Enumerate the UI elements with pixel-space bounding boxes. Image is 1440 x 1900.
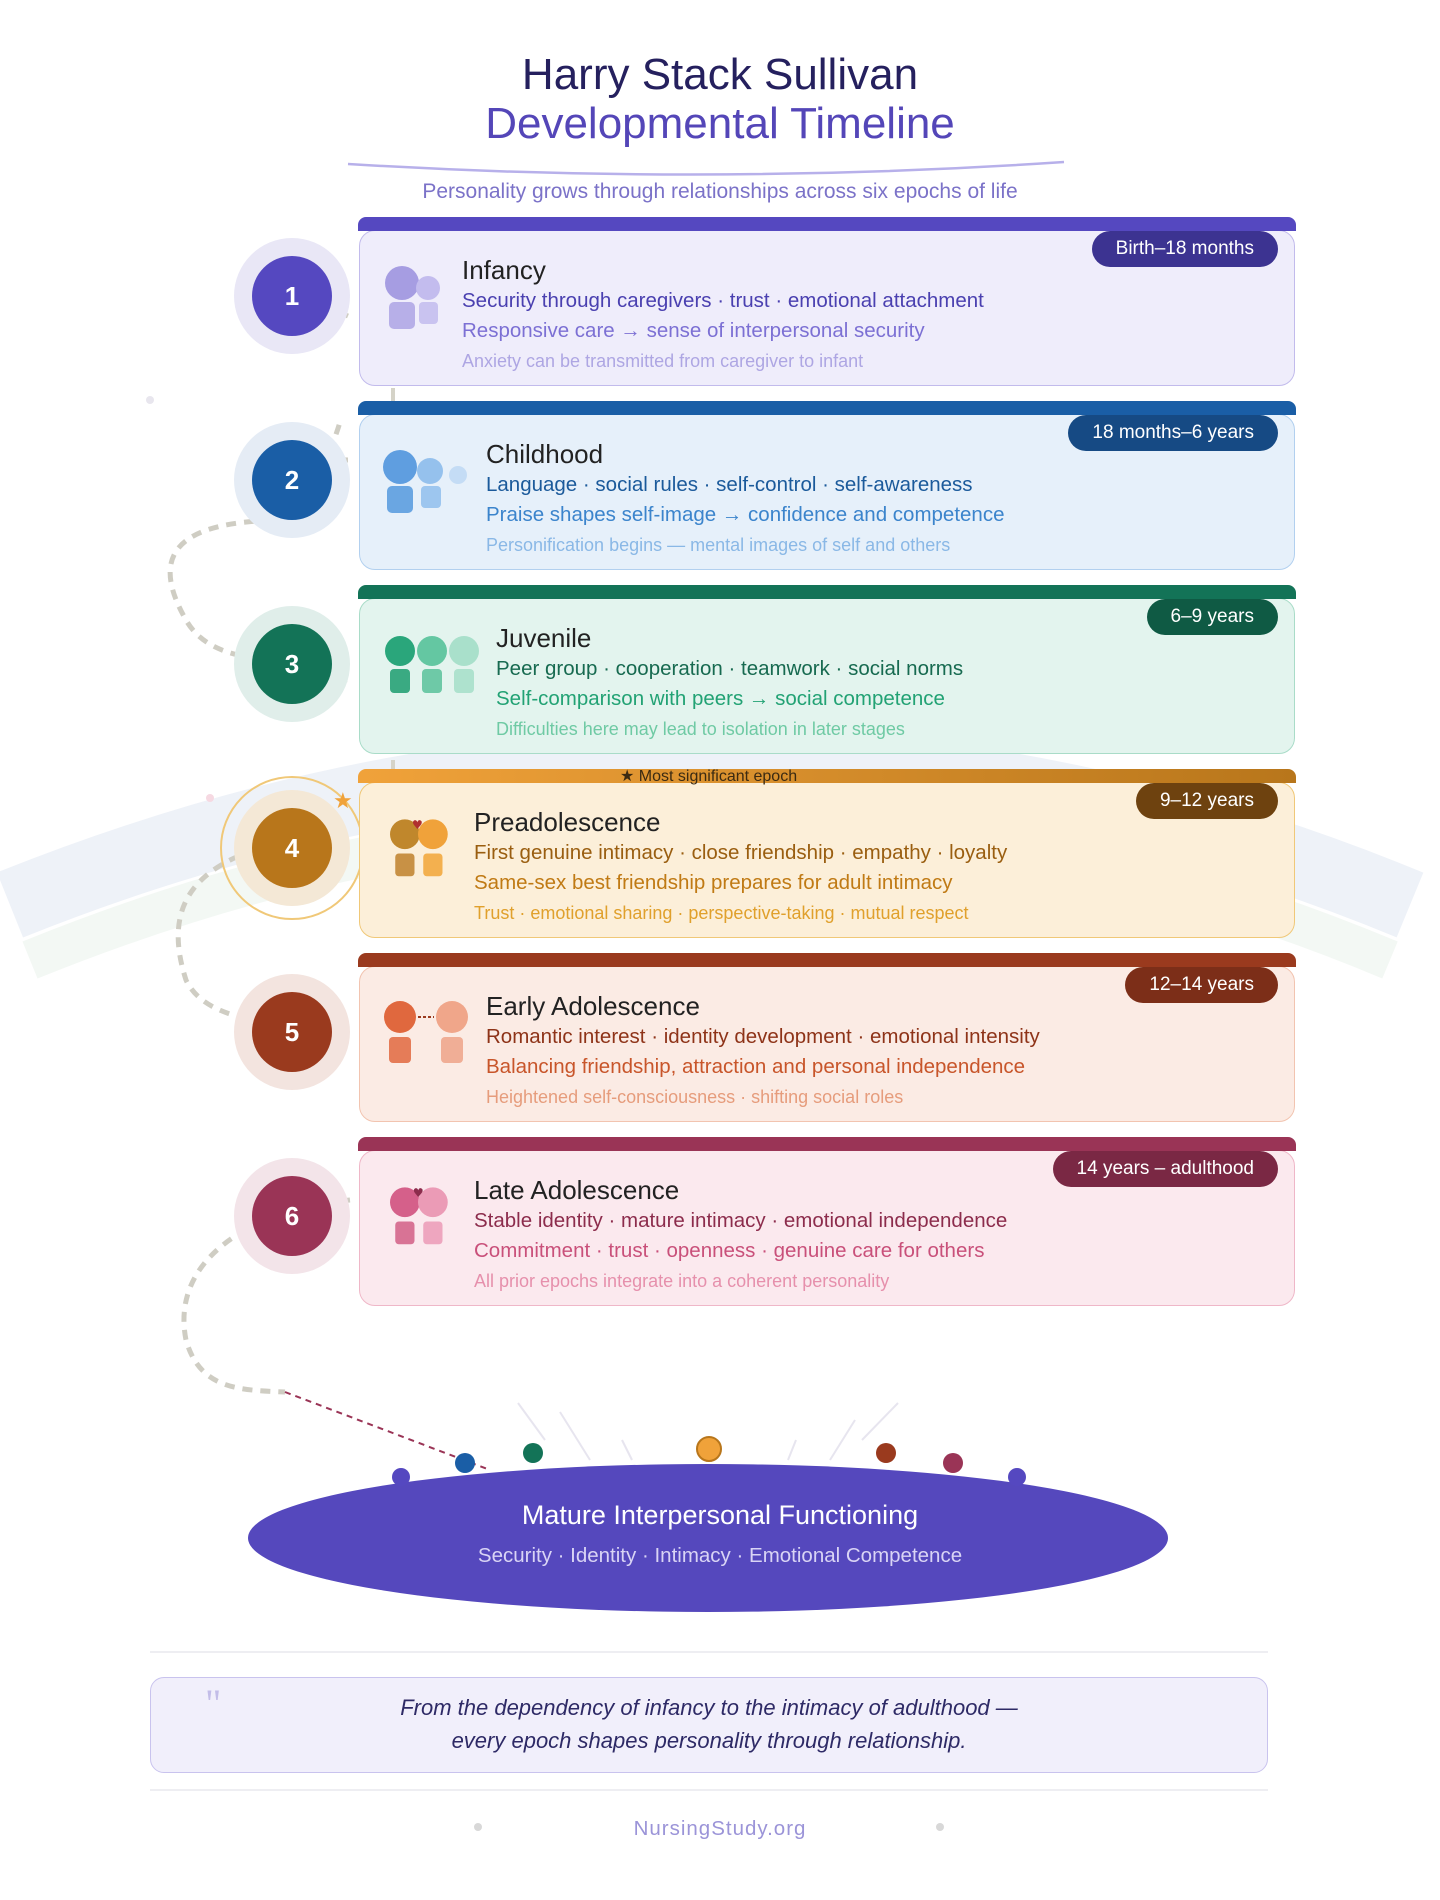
- stage-card-infancy: Birth–18 months Infancy Security through…: [358, 217, 1296, 386]
- outcome-title: Mature Interpersonal Functioning: [521, 1500, 919, 1530]
- stage-card-bar: [358, 953, 1296, 967]
- stage-outcome: Self-comparison with peers → social comp…: [496, 687, 945, 710]
- stage-name: Infancy: [462, 255, 546, 285]
- people-icon: [385, 636, 479, 693]
- page-subtitle: Personality grows through relationships …: [422, 180, 1018, 203]
- footer-dot-right: [936, 1823, 944, 1831]
- outcome-rays: [517, 1402, 899, 1461]
- stage-outcome: Commitment · trust · openness · genuine …: [474, 1239, 985, 1262]
- stage-note: All prior epochs integrate into a cohere…: [474, 1271, 890, 1291]
- stage-age-badge: 6–9 years: [1146, 599, 1278, 635]
- stage-card-preadolescence: ★ Most significant epoch 9–12 years ♥ Pr…: [358, 768, 1296, 938]
- stage-focus: Peer group · cooperation · teamwork · so…: [496, 657, 964, 680]
- stage-card-juvenile: 6–9 years Juvenile Peer group · cooperat…: [358, 585, 1296, 754]
- stage-card-bar: [358, 585, 1296, 599]
- stage-age-badge: 18 months–6 years: [1068, 415, 1278, 451]
- stage-card-late-adolescence: 14 years – adulthood ♥ Late Adolescence …: [358, 1137, 1296, 1306]
- people-icon: ♥: [390, 818, 448, 877]
- decor-dot: [146, 396, 154, 404]
- svg-text:♥: ♥: [413, 1186, 424, 1200]
- svg-text:♥: ♥: [412, 818, 423, 832]
- quote-line-1: From the dependency of infancy to the in…: [400, 1695, 1018, 1720]
- stage-card-early-adolescence: 12–14 years Early Adolescence Romantic i…: [358, 953, 1296, 1122]
- stage-card-bar: [358, 1137, 1296, 1151]
- stage-outcome: Responsive care → sense of interpersonal…: [462, 319, 925, 342]
- stage-focus: Romantic interest · identity development…: [486, 1025, 1040, 1048]
- outcome-dot-6: [943, 1453, 963, 1473]
- stage-focus: Stable identity · mature intimacy · emot…: [474, 1209, 1008, 1232]
- stage-5-number: 5: [252, 992, 332, 1072]
- most-significant-note: ★ Most significant epoch: [620, 768, 798, 785]
- stage-focus: First genuine intimacy · close friendshi…: [474, 841, 1008, 864]
- stage-2-number: 2: [252, 440, 332, 520]
- people-icon: ♥: [390, 1186, 448, 1245]
- footer-dot-left: [474, 1823, 482, 1831]
- stage-outcome: Praise shapes self-image → confidence an…: [486, 503, 1005, 526]
- star-icon: ★: [333, 788, 353, 813]
- stage-3-number: 3: [252, 624, 332, 704]
- outcome-arrow: [284, 1391, 491, 1471]
- outcome-dot-4: [696, 1436, 722, 1462]
- quote-box: " From the dependency of infancy to the …: [150, 1677, 1268, 1773]
- stage-card-bar: [358, 769, 1296, 783]
- decor-dot: [206, 794, 214, 802]
- stage-card-childhood: 18 months–6 years Childhood Language · s…: [358, 401, 1296, 570]
- outcome-dot-7: [1008, 1468, 1026, 1486]
- outcome-ellipse: [248, 1464, 1168, 1612]
- stage-note: Anxiety can be transmitted from caregive…: [462, 351, 864, 371]
- quote-line-2: every epoch shapes personality through r…: [451, 1728, 967, 1753]
- outcome-dot-3: [523, 1443, 543, 1463]
- stage-age-badge: Birth–18 months: [1091, 231, 1278, 267]
- stage-name: Juvenile: [496, 623, 592, 653]
- page-title-line-2: Developmental Timeline: [485, 99, 955, 148]
- footer-site: NursingStudy.org: [633, 1817, 807, 1840]
- stage-note: Heightened self-consciousness · shifting…: [486, 1087, 904, 1107]
- stage-age-badge: 9–12 years: [1135, 783, 1278, 819]
- stage-6-number: 6: [252, 1176, 332, 1256]
- stage-4-number: 4: [252, 808, 332, 888]
- people-icon: [383, 450, 467, 513]
- people-icon: [385, 266, 440, 329]
- stage-outcome: Same-sex best friendship prepares for ad…: [474, 871, 953, 894]
- stage-1-number: 1: [252, 256, 332, 336]
- stage-name: Preadolescence: [474, 807, 661, 837]
- outcome-dot-2: [455, 1453, 475, 1473]
- stage-card-bar: [358, 217, 1296, 231]
- outcome-dot-1: [392, 1468, 410, 1486]
- stage-note: Difficulties here may lead to isolation …: [496, 719, 905, 739]
- stage-focus: Language · social rules · self-control ·…: [486, 473, 973, 496]
- stage-name: Late Adolescence: [474, 1175, 680, 1205]
- page-title: Harry Stack Sullivan: [521, 50, 919, 99]
- stage-card-bar: [358, 401, 1296, 415]
- stage-outcome: Balancing friendship, attraction and per…: [486, 1055, 1026, 1078]
- stage-focus: Security through caregivers · trust · em…: [462, 289, 984, 312]
- title-underline: [347, 160, 1065, 176]
- stage-age-badge: 12–14 years: [1125, 967, 1278, 1003]
- people-icon: [384, 1001, 468, 1063]
- stage-note: Personification begins — mental images o…: [486, 535, 951, 555]
- outcome-subtitle: Security · Identity · Intimacy · Emotion…: [477, 1544, 963, 1567]
- stage-name: Childhood: [486, 439, 604, 469]
- stage-note: Trust · emotional sharing · perspective-…: [474, 903, 969, 923]
- quote-mark-icon: ": [205, 1681, 222, 1726]
- stage-name: Early Adolescence: [486, 991, 700, 1021]
- stage-age-badge: 14 years – adulthood: [1052, 1151, 1278, 1187]
- outcome-dot-5: [876, 1443, 896, 1463]
